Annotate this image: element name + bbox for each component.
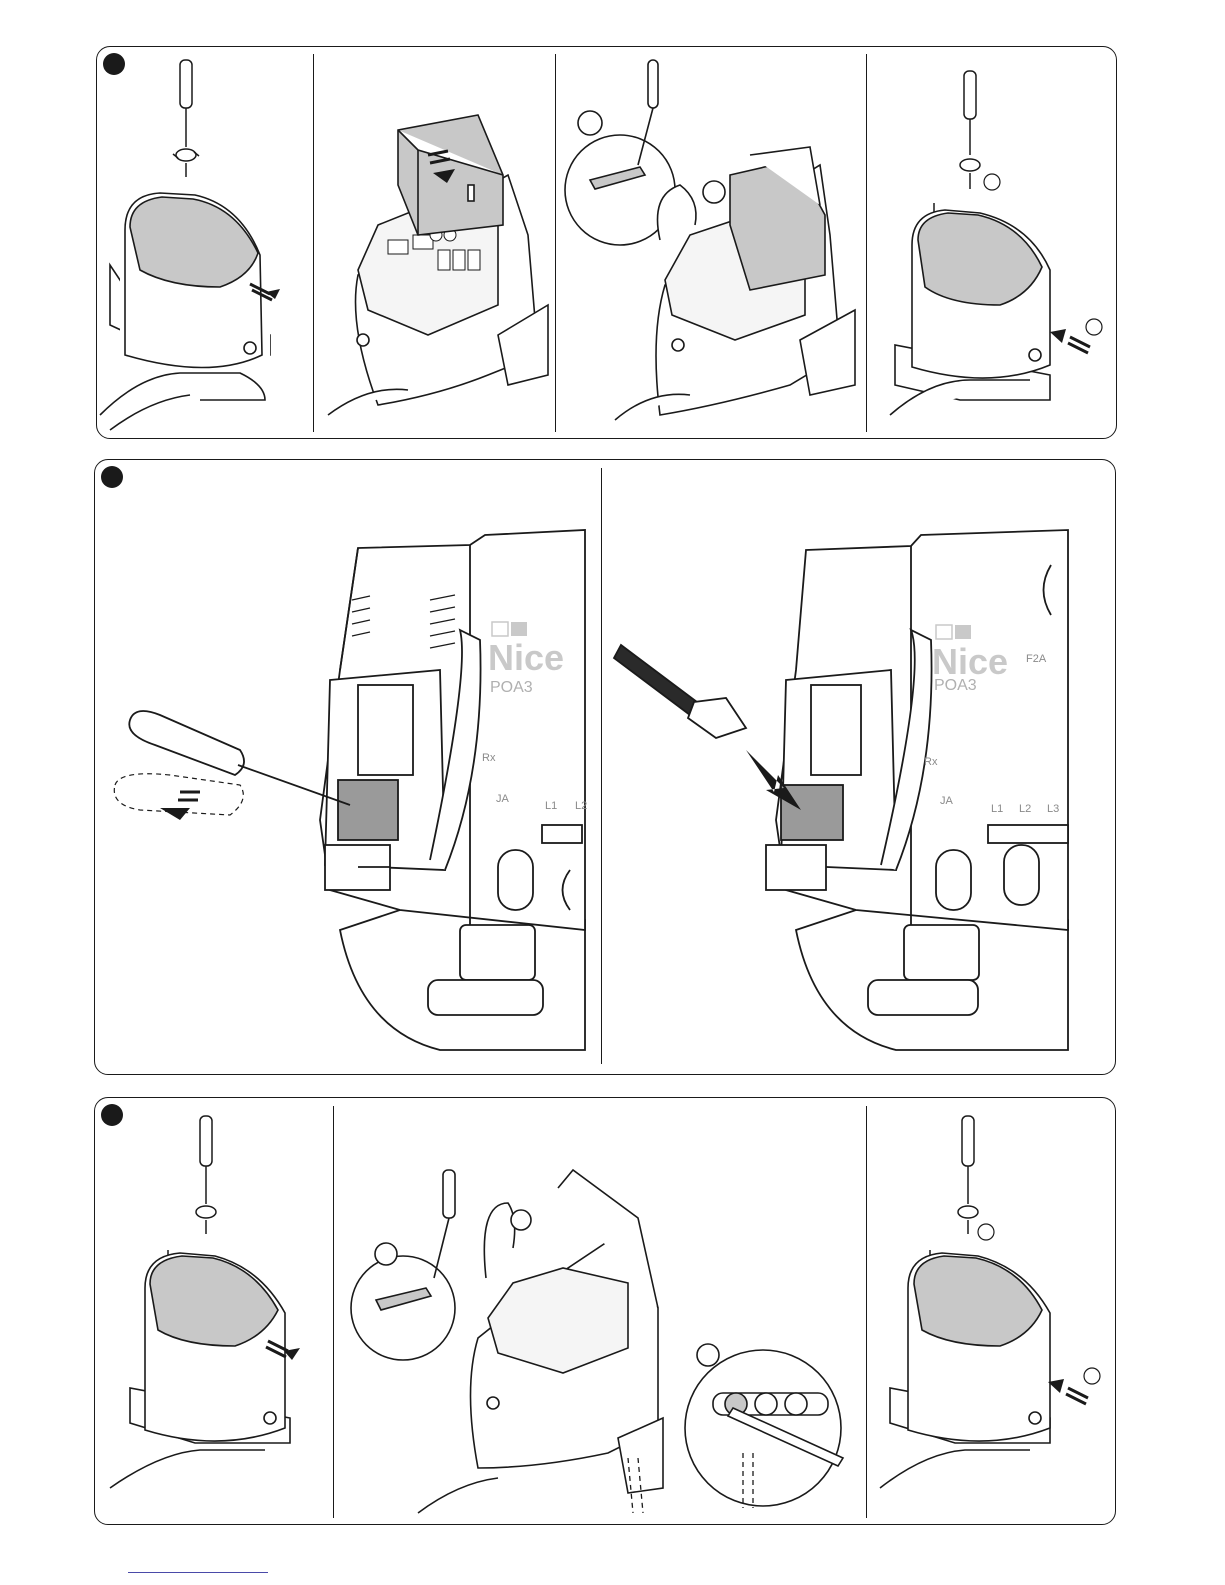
model-name: POA3	[934, 677, 977, 694]
connect-battery-illustration	[560, 55, 862, 430]
insert-battery-illustration	[318, 55, 552, 430]
arrow-icon	[1068, 337, 1090, 353]
terminal-l1-label: L1	[545, 800, 557, 812]
rx-label: Rx	[482, 752, 496, 764]
remove-cover-illustration	[100, 55, 310, 430]
terminal-l2-label: L2	[575, 800, 587, 812]
screwdriver-icon	[129, 711, 350, 805]
brand-name: Nice	[932, 641, 1008, 682]
divider	[555, 54, 556, 432]
screwdriver-icon	[960, 71, 980, 189]
divider	[313, 54, 314, 432]
screwdriver-icon	[173, 60, 199, 177]
refit-cover-illustration	[870, 55, 1110, 430]
remove-cover-illustration	[100, 1108, 330, 1518]
arrow-icon	[1066, 1388, 1088, 1404]
plug-connector-illustration: Nice POA3 F2A Rx JA L1 L2 L3	[606, 470, 1074, 1065]
terminal-l2-label: L2	[1019, 803, 1031, 815]
divider	[333, 1106, 334, 1518]
arrow-icon	[178, 792, 200, 800]
terminal-l1-label: L1	[991, 803, 1003, 815]
fuse-label: F2A	[1026, 653, 1047, 665]
footer-rule	[128, 1572, 268, 1573]
brand-name: Nice	[488, 637, 564, 678]
ja-label: JA	[940, 795, 954, 807]
rx-label: Rx	[924, 756, 938, 768]
screwdriver-icon	[196, 1116, 216, 1234]
terminal-l3-label: L3	[1047, 803, 1059, 815]
screwdriver-icon	[958, 1116, 978, 1234]
ja-label: JA	[496, 793, 510, 805]
motor-unit	[100, 193, 270, 430]
connect-and-route-cable-illustration	[338, 1108, 862, 1518]
cable-icon	[614, 645, 746, 738]
model-name: POA3	[490, 679, 533, 696]
divider	[601, 468, 602, 1064]
remove-knockout-illustration: Nice POA3 Rx JA L1 L2	[100, 470, 595, 1065]
divider	[866, 1106, 867, 1518]
refit-cover-illustration	[870, 1108, 1110, 1518]
divider	[866, 54, 867, 432]
